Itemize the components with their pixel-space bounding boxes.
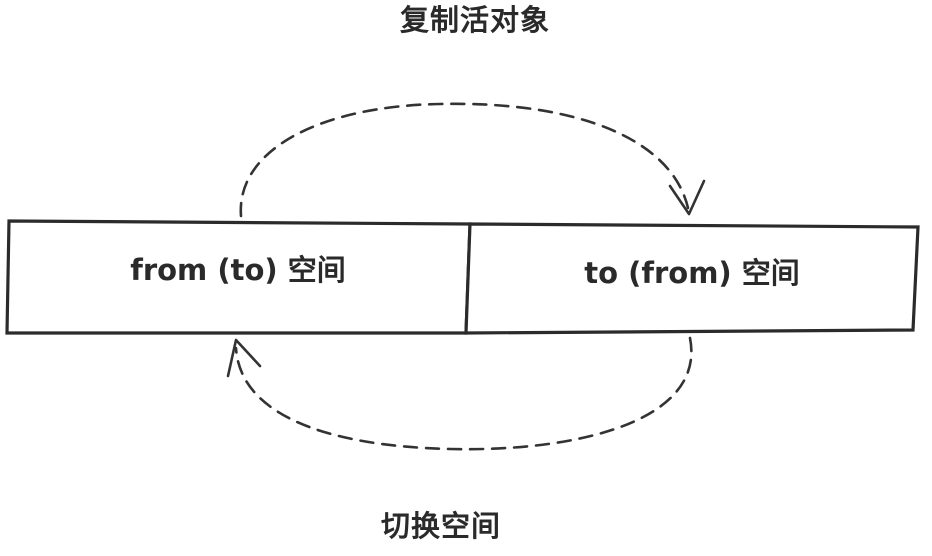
- copy-live-objects-caption: 复制活对象: [399, 3, 550, 37]
- to-space-box: [464, 222, 920, 335]
- switch-arrow-head: [226, 338, 262, 378]
- copy-arrow-arc: [239, 102, 690, 218]
- switch-space-caption: 切换空间: [380, 509, 501, 543]
- to-space-label: to (from) 空间: [584, 256, 800, 290]
- copy-arrow-head: [668, 179, 706, 216]
- switch-arrow-arc: [234, 336, 693, 451]
- from-space-label: from (to) 空间: [130, 253, 346, 287]
